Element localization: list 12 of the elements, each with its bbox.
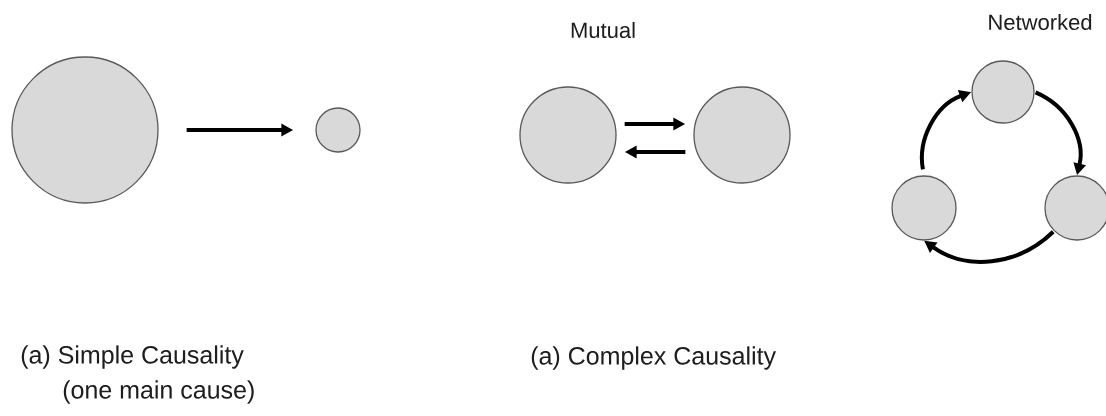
circle <box>693 86 791 184</box>
circle <box>315 107 361 153</box>
circle <box>1044 175 1106 241</box>
circle <box>11 56 159 204</box>
label: (one main cause) <box>63 380 254 404</box>
circle <box>891 175 957 241</box>
label: Networked <box>989 13 1092 31</box>
circle <box>971 60 1035 124</box>
label: (a) Simple Causality <box>21 345 244 369</box>
label: Mutual <box>571 21 635 39</box>
label: (a) Complex Causality <box>531 346 776 370</box>
circle <box>519 86 617 184</box>
